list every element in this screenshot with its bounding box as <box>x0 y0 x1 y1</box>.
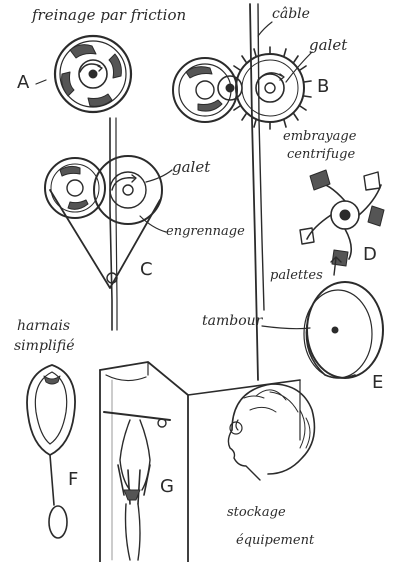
figure-a-friction-brake: freinage par friction A <box>17 6 186 114</box>
label-cable: câble <box>272 6 310 22</box>
figure-c-galet-gear: galet engrennage C <box>44 155 245 289</box>
label-embrayage-line2: centrifuge <box>287 147 355 162</box>
gear-b <box>233 46 312 130</box>
gear-c <box>44 157 106 219</box>
figure-g-storage: G stockage équipement <box>99 361 315 562</box>
figure-e-drum: tambour E <box>202 281 384 393</box>
arrow-palettes <box>330 256 342 276</box>
pointer-a <box>35 79 47 85</box>
pointer-galet-b <box>285 51 313 83</box>
figure-d-centrifugal-clutch: embrayage centrifuge D palettes <box>270 129 385 283</box>
pointer-galet-c <box>145 169 173 183</box>
letter-b: B <box>317 76 329 97</box>
drum-cylinder-e <box>303 281 384 379</box>
cabinet-g <box>99 361 301 562</box>
clutch-hub-d <box>299 169 385 267</box>
label-galet-b: galet <box>309 36 348 54</box>
friction-brake-drum <box>53 34 133 114</box>
cable-left-second <box>115 117 118 331</box>
label-harnais-line2: simplifié <box>14 338 74 354</box>
cable-left <box>109 117 113 331</box>
label-engrenage: engrennage <box>166 224 245 239</box>
label-galet-c: galet <box>172 158 211 176</box>
hanging-harness-g <box>117 419 151 561</box>
letter-g: G <box>160 476 174 497</box>
letter-c: C <box>140 259 153 280</box>
galet-wheel-c <box>93 155 163 225</box>
support-plate-c <box>49 189 161 289</box>
letter-f: F <box>68 469 78 490</box>
pointer-engrenage <box>139 215 167 233</box>
letter-a: A <box>17 72 30 93</box>
pointer-cable <box>257 21 273 37</box>
label-freinage: freinage par friction <box>31 6 186 24</box>
label-palettes: palettes <box>270 268 323 283</box>
pulley-bottom-c <box>106 272 118 284</box>
figure-b-cable-galet: câble galet B <box>172 6 348 130</box>
cable-lines <box>109 3 265 381</box>
label-stockage-line2: équipement <box>236 533 315 548</box>
label-stockage-line1: stockage <box>227 505 286 520</box>
figure-f-harness: harnais simplifié F <box>14 318 78 539</box>
cable-right <box>249 3 259 381</box>
label-tambour: tambour <box>202 313 264 329</box>
letter-d: D <box>363 244 377 265</box>
letter-e: E <box>372 372 383 393</box>
label-harnais-line1: harnais <box>17 318 70 334</box>
harness-loop-f <box>26 364 76 539</box>
small-gear-b <box>217 75 243 101</box>
person-head-sketch <box>227 383 316 481</box>
label-embrayage-line1: embrayage <box>283 129 357 144</box>
